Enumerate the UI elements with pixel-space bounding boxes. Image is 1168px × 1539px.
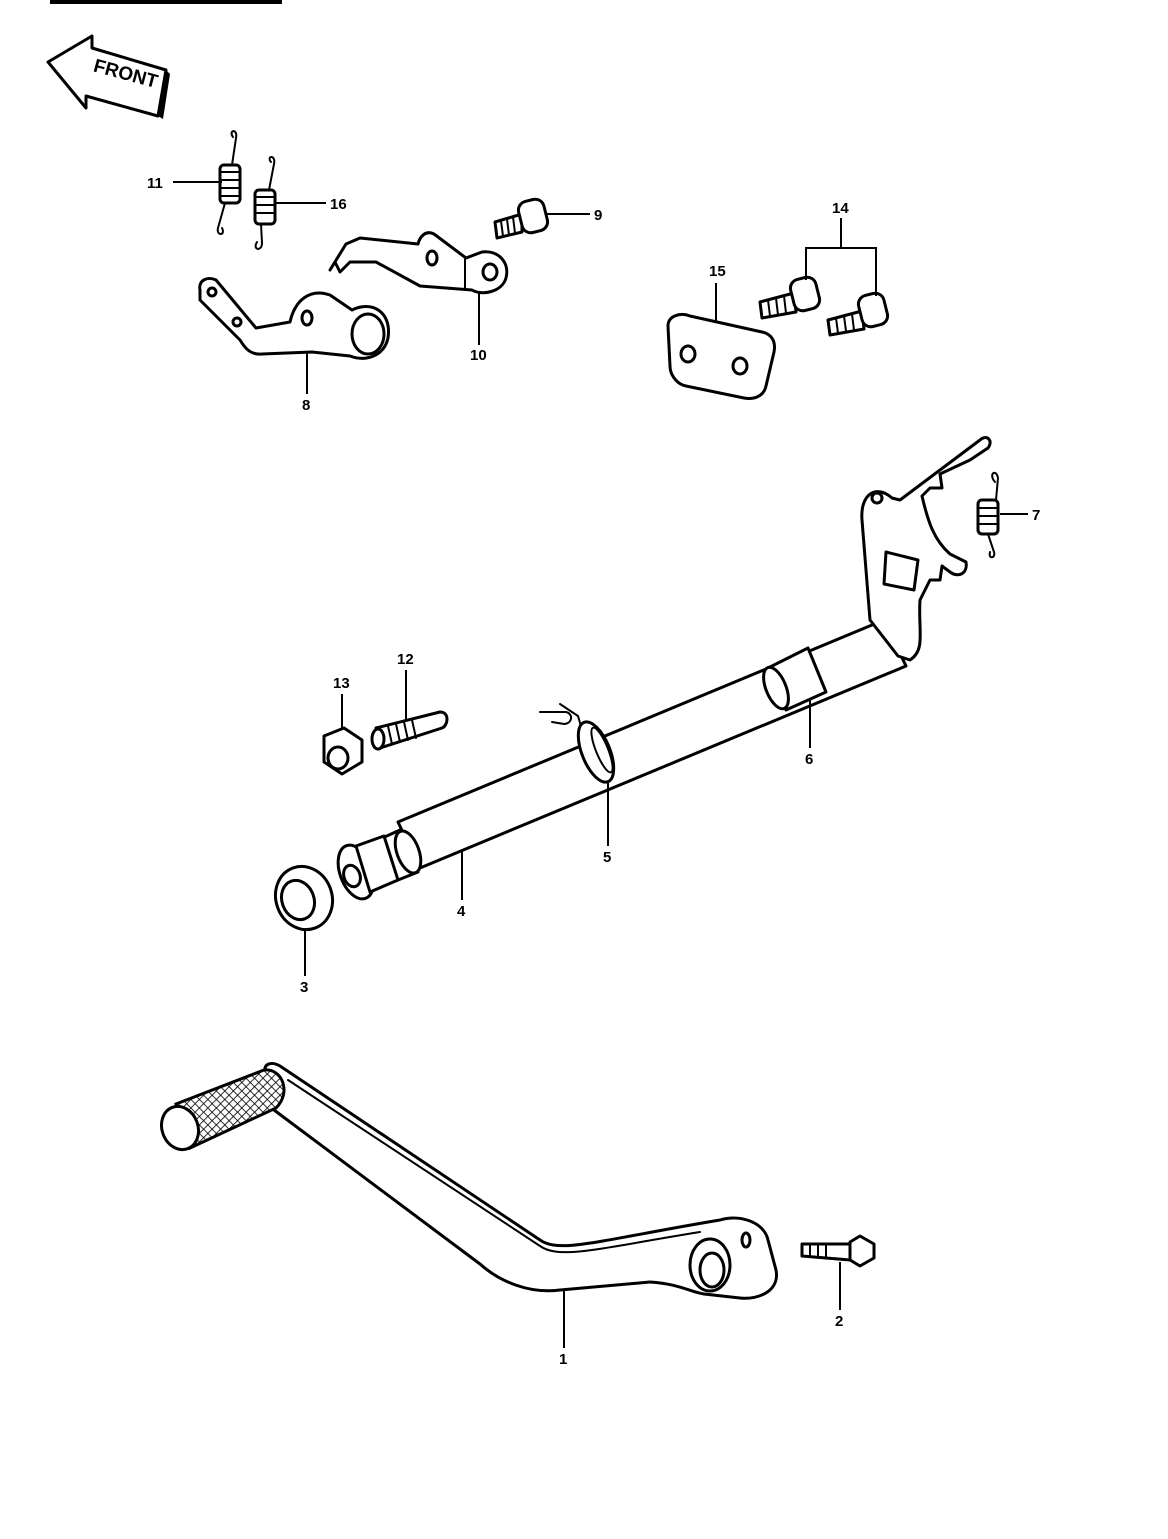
callout-6: 6 [805,751,813,768]
lever-10 [328,231,509,295]
spring-11 [216,130,242,235]
callout-10: 10 [470,347,487,364]
leader-lines [173,181,1028,1348]
bolt-2 [800,1234,876,1268]
callout-11: 11 [147,175,163,192]
callout-5: 5 [603,849,611,866]
oil-seal-3 [274,864,334,932]
bolt-14-b [826,291,890,337]
callout-12: 12 [397,651,414,668]
front-arrow-icon: FRONT [46,34,170,119]
shift-shaft-4 [336,436,992,901]
spring-7 [976,471,1000,559]
spring-16 [253,156,277,250]
callout-8: 8 [302,397,310,414]
nut-13 [322,726,364,776]
bolt-14-a [758,275,822,320]
shift-pedal-1 [159,1062,778,1300]
circlip-5 [539,703,616,784]
callout-9: 9 [594,207,602,224]
callout-13: 13 [333,675,350,692]
callout-7: 7 [1032,507,1040,524]
lever-8 [198,276,390,360]
pin-12 [370,710,449,751]
callout-2: 2 [835,1313,843,1330]
callouts: 11 16 9 10 8 15 14 7 12 13 6 5 4 3 1 2 [147,175,1040,1368]
callout-3: 3 [300,979,308,996]
plate-15 [666,312,776,400]
callout-1: 1 [559,1351,567,1368]
callout-15: 15 [709,263,726,280]
bolt-9 [493,197,550,240]
callout-16: 16 [330,196,347,213]
callout-14: 14 [832,200,849,217]
callout-4: 4 [457,903,466,920]
